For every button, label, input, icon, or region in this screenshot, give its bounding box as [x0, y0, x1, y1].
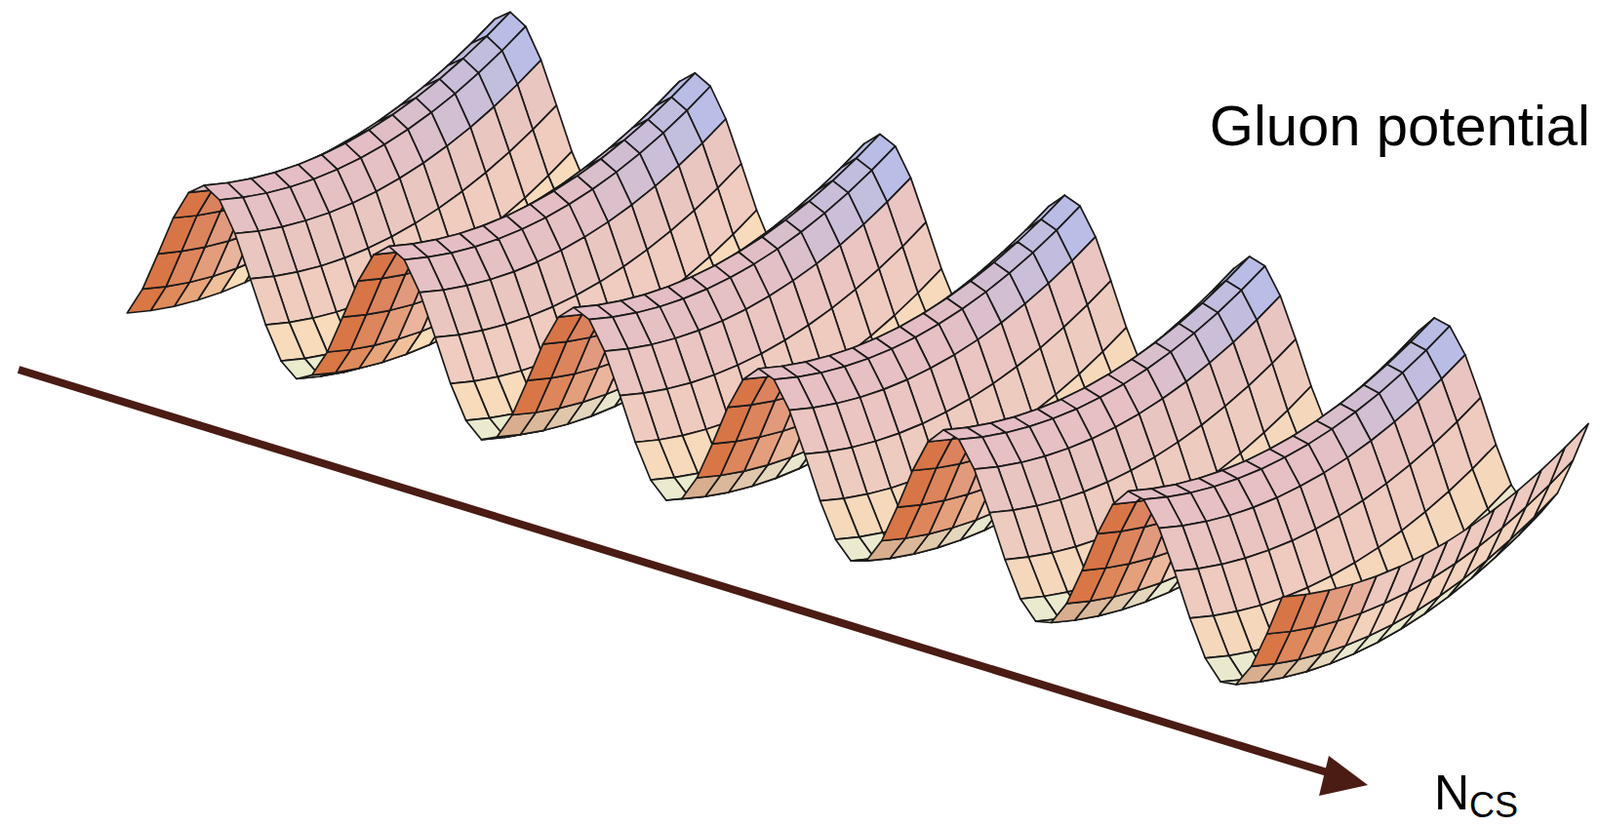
mesh-cell: [543, 315, 583, 345]
mesh-cell: [1174, 568, 1214, 619]
mesh-cell: [1159, 525, 1199, 572]
mesh-cell: [1097, 502, 1137, 535]
mesh-cell: [604, 349, 644, 397]
mesh-cell: [1051, 600, 1091, 623]
mesh-cell: [126, 286, 166, 314]
mesh-cell: [1204, 655, 1244, 682]
mesh-cell: [358, 252, 398, 282]
mesh-cell: [620, 393, 660, 442]
mesh-cell: [1251, 632, 1291, 668]
mesh-cell: [773, 377, 813, 411]
mesh-cell: [1267, 595, 1307, 635]
mesh-cell: [727, 377, 767, 408]
mesh-cell: [1549, 423, 1589, 485]
mesh-cell: [250, 276, 290, 325]
mesh-cell: [496, 412, 536, 438]
mesh-cell: [866, 538, 906, 561]
mesh-cell: [1020, 597, 1060, 623]
mesh-cell: [1190, 615, 1230, 659]
mesh-cell: [804, 451, 844, 502]
mesh-cell: [820, 498, 860, 540]
potential-title: Gluon potential: [1209, 97, 1591, 155]
mesh-cell: [696, 441, 736, 479]
mesh-cell: [1004, 557, 1044, 600]
mesh-cell: [342, 279, 382, 319]
mesh-cell: [789, 407, 829, 455]
axis-arrowhead: [1319, 756, 1368, 797]
mesh-cell: [419, 289, 459, 338]
mesh-cell: [142, 251, 182, 290]
mesh-cell: [327, 315, 367, 353]
mesh-cell: [312, 350, 352, 376]
axis-label: NCS: [1434, 768, 1519, 818]
axis-line: [18, 369, 1337, 776]
mesh-cell: [897, 468, 937, 508]
axis-subscript: CS: [1469, 785, 1519, 826]
mesh-cell: [1066, 568, 1106, 604]
mesh-cell: [403, 257, 443, 293]
mesh-cell: [1236, 664, 1276, 685]
mesh-cell: [881, 505, 921, 542]
mesh-cell: [912, 440, 952, 472]
mesh-cell: [173, 190, 213, 219]
mesh-cell: [712, 404, 752, 444]
mesh-cell: [158, 215, 198, 254]
mesh-cell: [589, 317, 629, 352]
mesh-cell: [435, 334, 475, 384]
mesh-cell: [450, 381, 490, 421]
mesh-cell: [1143, 497, 1183, 529]
mesh-cell: [959, 437, 999, 470]
mesh-cell: [265, 322, 305, 362]
mesh-cell: [527, 341, 567, 381]
axis-symbol: N: [1434, 765, 1470, 821]
mesh-cell: [681, 476, 721, 500]
mesh-cell: [974, 467, 1014, 514]
mesh-cell: [1081, 531, 1121, 571]
mesh-cell: [219, 197, 259, 234]
mesh-cell: [635, 440, 675, 480]
mesh-cell: [512, 378, 552, 416]
mesh-cell: [235, 231, 275, 280]
title-text: Gluon potential: [1209, 93, 1591, 158]
mesh-cell: [989, 510, 1029, 560]
